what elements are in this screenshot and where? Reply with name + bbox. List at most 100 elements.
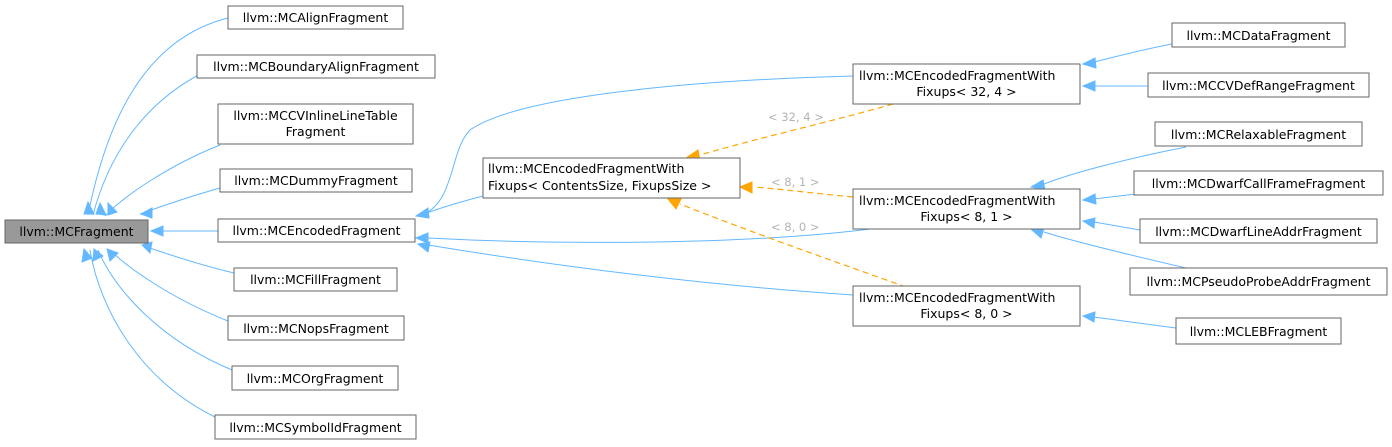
node-label: llvm::MCCVDefRangeFragment [1162, 78, 1355, 93]
node-mcdwarfcallframefragment[interactable]: llvm::MCDwarfCallFrameFragment [1133, 170, 1384, 196]
node-label: llvm::MCDummyFragment [234, 173, 398, 188]
arrowhead-root-3 [107, 201, 118, 216]
node-box [227, 5, 404, 30]
inheritance-edges [87, 17, 1187, 418]
edge-nops-to-fragment [109, 249, 229, 322]
edge-data-to-32-4 [1093, 43, 1173, 63]
edge-relaxable-to-8-1 [1043, 146, 1187, 185]
node-box [1175, 317, 1342, 345]
node-mcfillfragment[interactable]: llvm::MCFillFragment [233, 267, 398, 292]
node-mccvinlinelinetablefragment[interactable]: llvm::MCCVInlineLineTable Fragment [217, 103, 414, 145]
arrowhead-root-2 [95, 201, 107, 216]
node-label: llvm::MCBoundaryAlignFragment [213, 59, 419, 74]
node-mcpseudoprobeaddrfragment[interactable]: llvm::MCPseudoProbeAddrFragment [1129, 267, 1388, 296]
node-label: llvm::MCLEBFragment [1190, 324, 1328, 339]
edge-symbolid-to-fragment [89, 249, 216, 418]
node-efwf-32-4[interactable]: llvm::MCEncodedFragmentWith Fixups< 32, … [852, 63, 1081, 105]
arrowhead-encoded-2 [414, 232, 429, 244]
edge-align-to-fragment [87, 17, 229, 216]
node-mcdummyfragment[interactable]: llvm::MCDummyFragment [219, 168, 413, 193]
node-mcorgfragment[interactable]: llvm::MCOrgFragment [231, 365, 399, 391]
node-label-line2: Fixups< 32, 4 > [916, 84, 1016, 99]
node-mcrelaxablefragment[interactable]: llvm::MCRelaxableFragment [1154, 121, 1363, 147]
arrowhead-8-1-2 [1081, 193, 1097, 205]
node-label: llvm::MCRelaxableFragment [1171, 127, 1346, 142]
edge-labels: < 32, 4 > < 8, 1 > < 8, 0 > [768, 110, 824, 234]
edge-8-1-to-encoded [427, 227, 879, 243]
node-label: llvm::MCDwarfLineAddrFragment [1155, 224, 1362, 239]
node-mcnopsfragment[interactable]: llvm::MCNopsFragment [227, 315, 405, 341]
node-mcsymbolidfragment[interactable]: llvm::MCSymbolIdFragment [214, 414, 417, 440]
template-edge-32-4 [699, 103, 894, 156]
edge-32-4-to-encoded [423, 75, 854, 215]
edge-org-to-fragment [97, 249, 233, 371]
arrowhead-root-1 [83, 200, 95, 215]
node-label: llvm::MCSymbolIdFragment [229, 420, 401, 435]
node-box [217, 103, 414, 145]
node-label: llvm::MCEncodedFragment [232, 223, 400, 238]
edge-leb-to-8-0 [1093, 316, 1177, 329]
node-label-line2: Fragment [286, 124, 346, 139]
node-mcboundaryalignfragment[interactable]: llvm::MCBoundaryAlignFragment [196, 54, 436, 79]
node-label-line2: Fixups< 8, 1 > [920, 209, 1012, 224]
node-box [1154, 121, 1363, 147]
edge-boundary-to-fragment [92, 66, 216, 216]
template-edges [679, 103, 907, 288]
node-box [217, 218, 416, 243]
node-efwf-8-0[interactable]: llvm::MCEncodedFragmentWith Fixups< 8, 0… [852, 285, 1081, 327]
node-label: llvm::MCOrgFragment [247, 371, 384, 386]
node-box [233, 267, 398, 292]
node-label-line1: llvm::MCEncodedFragmentWith [859, 290, 1055, 305]
arrowhead-root-4 [139, 207, 153, 219]
node-label-line1: llvm::MCEncodedFragmentWith [488, 161, 684, 176]
template-edge-8-0 [679, 203, 907, 288]
node-efwf-template[interactable]: llvm::MCEncodedFragmentWith Fixups< Cont… [482, 157, 741, 199]
edge-label-32-4: < 32, 4 > [768, 110, 824, 124]
edge-8-0-to-encoded [427, 244, 854, 296]
arrowheads [81, 57, 1097, 323]
node-label: llvm::MCFillFragment [250, 272, 381, 287]
arrowhead-8-0 [1081, 311, 1096, 323]
node-box [482, 157, 741, 199]
node-label: llvm::MCDataFragment [1186, 28, 1330, 43]
edge-lineaddr-to-8-1 [1093, 221, 1141, 231]
node-mcdatafragment[interactable]: llvm::MCDataFragment [1171, 22, 1346, 48]
node-label-line2: Fixups< ContentsSize, FixupsSize > [488, 178, 711, 193]
node-box [1171, 22, 1346, 48]
node-box [1139, 218, 1378, 244]
arrowhead-32-4-1 [1081, 57, 1097, 69]
node-box [1133, 170, 1384, 196]
node-label: llvm::MCNopsFragment [243, 321, 389, 336]
node-mcfragment[interactable]: llvm::MCFragment [4, 219, 149, 244]
node-box [227, 315, 405, 341]
node-box [852, 63, 1081, 105]
node-box [1129, 267, 1388, 296]
arrowhead-template-2 [738, 181, 753, 194]
node-efwf-8-1[interactable]: llvm::MCEncodedFragmentWith Fixups< 8, 1… [852, 188, 1081, 230]
edge-callframe-to-8-1 [1093, 193, 1137, 200]
node-box [852, 188, 1081, 230]
node-mclebfragment[interactable]: llvm::MCLEBFragment [1175, 317, 1342, 345]
arrowhead-template-3 [666, 198, 682, 210]
arrowhead-root-5 [149, 225, 164, 237]
node-box [219, 168, 413, 193]
edge-tpl-to-encoded [423, 195, 484, 215]
node-mcdwarflineaddrfragment[interactable]: llvm::MCDwarfLineAddrFragment [1139, 218, 1378, 244]
node-label: llvm::MCPseudoProbeAddrFragment [1147, 274, 1371, 289]
node-mccvdefrangefragment[interactable]: llvm::MCCVDefRangeFragment [1147, 72, 1370, 98]
node-label-line2: Fixups< 8, 0 > [920, 306, 1012, 321]
node-box [4, 219, 149, 244]
arrowhead-root-6 [141, 241, 153, 255]
node-mcalignfragment[interactable]: llvm::MCAlignFragment [227, 5, 404, 30]
arrowhead-root-7 [106, 248, 119, 262]
arrowhead-32-4-2 [1081, 80, 1096, 92]
node-box [231, 365, 399, 391]
node-box [1147, 72, 1370, 98]
node-box [852, 285, 1081, 327]
node-box [196, 54, 436, 79]
arrowhead-root-8 [92, 248, 104, 262]
edge-fill-to-fragment [143, 245, 235, 274]
node-mcencodedfragment[interactable]: llvm::MCEncodedFragment [217, 218, 416, 243]
edge-label-8-1: < 8, 1 > [771, 175, 820, 189]
